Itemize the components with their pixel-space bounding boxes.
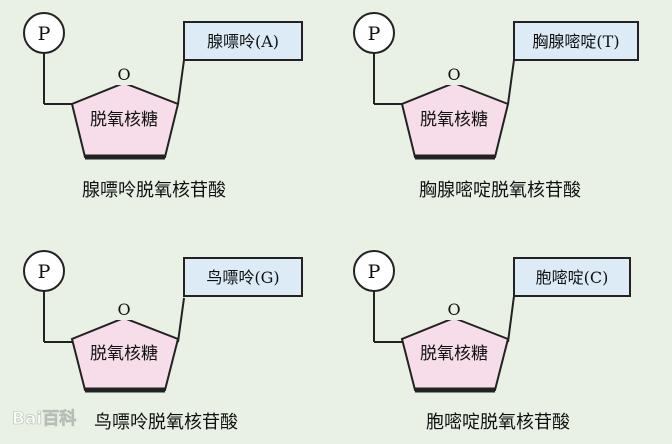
ring-oxygen-label: O [447,300,460,319]
phosphate-label: P [368,23,381,45]
nucleotide-adenine: P 腺嘌呤(A) O 脱氧核糖 腺嘌呤脱氧核苷酸 [23,12,303,201]
phosphate-circle [23,250,65,292]
base-box [183,21,303,61]
base-bond [177,59,185,105]
ring-oxygen-label: O [117,300,130,319]
base-label: 鸟嘌呤(G) [206,268,279,287]
nucleotide-cytosine: P 胞嘧啶(C) O 脱氧核糖 胞嘧啶脱氧核苷酸 [353,250,631,433]
phosphate-circle [23,12,65,54]
phosphate-label: P [38,23,51,45]
base-box [513,257,631,297]
sugar-label: 脱氧核糖 [90,344,158,364]
base-label: 胞嘧啶(C) [536,268,609,287]
nucleotide-name: 鸟嘌呤脱氧核苷酸 [94,412,238,433]
baidu-watermark: Bai百科 [12,408,76,429]
base-label: 腺嘌呤(A) [207,32,279,51]
base-bond [507,59,515,105]
phosphate-label: P [38,261,51,283]
base-box [183,257,303,297]
sugar-label: 脱氧核糖 [90,110,158,130]
base-bond [177,297,185,343]
ring-oxygen-gap [445,65,463,85]
phosphate-label: P [368,261,381,283]
ring-oxygen-label: O [117,65,130,84]
nucleotide-name: 腺嘌呤脱氧核苷酸 [82,180,226,201]
ring-oxygen-gap [445,300,463,320]
phosphate-circle [353,250,395,292]
sugar-label: 脱氧核糖 [420,110,488,130]
base-bond [507,295,515,343]
base-label: 胸腺嘧啶(T) [532,32,619,51]
nucleotide-guanine: P 鸟嘌呤(G) O 脱氧核糖 鸟嘌呤脱氧核苷酸 [23,250,303,433]
sugar-label: 脱氧核糖 [420,344,488,364]
nucleotide-name: 胞嘧啶脱氧核苷酸 [426,412,570,433]
base-box [513,21,639,61]
phosphate-circle [353,12,395,54]
ring-oxygen-gap [115,300,133,320]
nucleotide-thymine: P 胸腺嘧啶(T) O 脱氧核糖 胸腺嘧啶脱氧核苷酸 [353,12,639,201]
ring-oxygen-label: O [447,65,460,84]
ring-oxygen-gap [115,65,133,85]
nucleotide-name: 胸腺嘧啶脱氧核苷酸 [419,180,581,201]
